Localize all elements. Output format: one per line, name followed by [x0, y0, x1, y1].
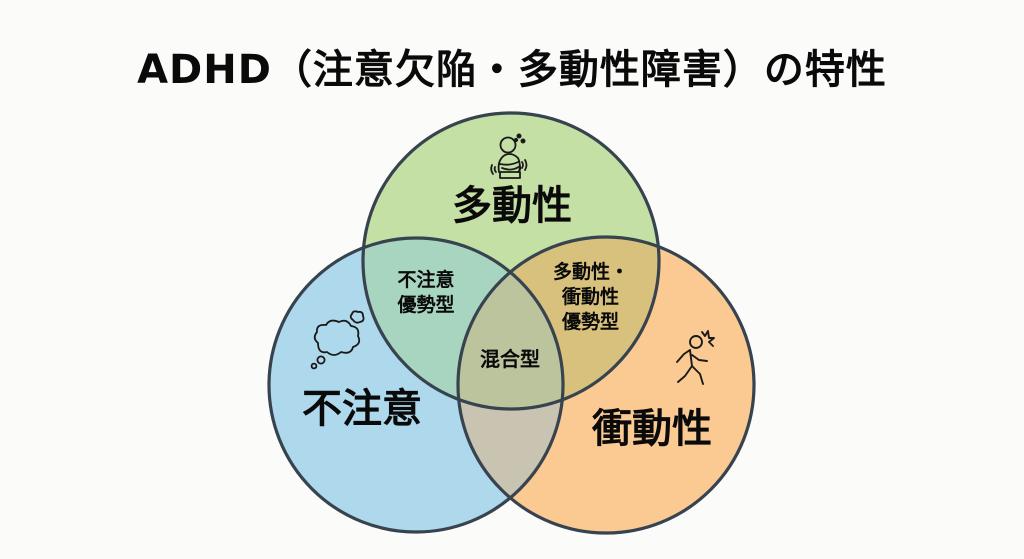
thought-cloud-icon — [310, 310, 365, 370]
inattention-label: 不注意 — [302, 386, 422, 432]
diagram-title: ADHD（注意欠陥・多動性障害）の特性 — [137, 47, 887, 93]
running-person-icon — [676, 330, 715, 385]
combined-type-label: 混合型 — [480, 347, 540, 371]
hyperactive-impulsive-dominant-label: 多動性・ 衝動性 優勢型 — [553, 260, 645, 335]
impulsivity-label: 衝動性 — [592, 406, 712, 452]
combined-overlap — [458, 238, 563, 409]
fidgeting-person-icon — [490, 133, 528, 179]
inattention-dominant-line2: 優勢型 — [397, 294, 455, 316]
hyperactive-impulsive-line1: 多動性・ — [553, 261, 630, 283]
hyperactive-impulsive-line2: 衝動性 — [562, 286, 620, 308]
inattention-dominant-line1: 不注意 — [397, 269, 455, 291]
hyperactive-impulsive-line3: 優勢型 — [562, 311, 620, 333]
hyperactivity-label: 多動性 — [452, 183, 572, 229]
inattention-dominant-label: 不注意 優勢型 — [388, 268, 464, 318]
